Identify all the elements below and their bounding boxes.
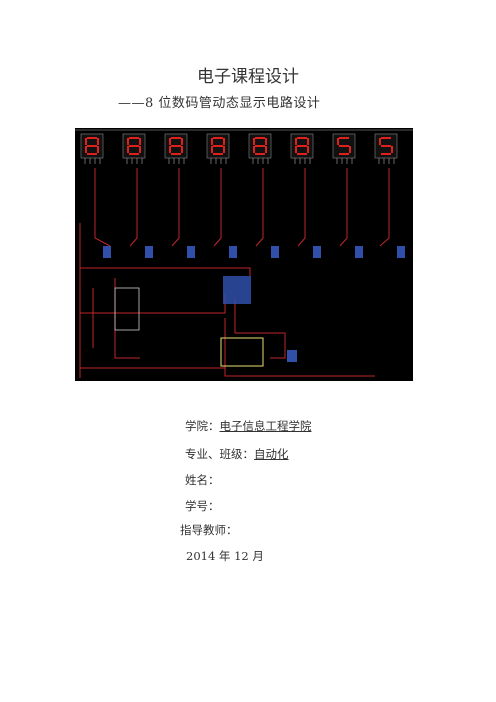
seven-segment-digit (122, 133, 146, 164)
seven-segment-digit (332, 133, 356, 164)
segment (97, 138, 99, 145)
major-value: 自动化 (254, 447, 289, 461)
segment (265, 138, 267, 145)
segment (213, 145, 223, 147)
driver-transistor (355, 246, 363, 258)
document-title: 电子课程设计 (197, 67, 299, 87)
driver-transistor (313, 246, 321, 258)
segment (129, 137, 139, 139)
segment (297, 153, 307, 155)
segment (295, 146, 297, 153)
segment (349, 146, 351, 153)
segment (255, 137, 265, 139)
seven-segment-displays (80, 133, 398, 164)
segment (297, 137, 307, 139)
segment (127, 138, 129, 145)
segment (87, 153, 97, 155)
seven-segment-digit (80, 133, 104, 164)
decoder-chip (223, 276, 251, 304)
college-line: 学院：电子信息工程学院 (185, 419, 312, 433)
segment (307, 138, 309, 145)
seven-segment-digit (164, 133, 188, 164)
segment (255, 153, 265, 155)
segment (85, 146, 87, 153)
student-id-line: 学号： (185, 499, 220, 513)
college-value: 电子信息工程学院 (219, 419, 312, 433)
segment (379, 138, 381, 145)
timer-chip (114, 287, 140, 331)
segment (169, 138, 171, 145)
segment (169, 146, 171, 153)
segment (253, 138, 255, 145)
segment (211, 138, 213, 145)
driver-transistor (145, 246, 153, 258)
driver-transistor (187, 246, 195, 258)
segment (381, 153, 391, 155)
segment (307, 146, 309, 153)
segment (381, 137, 391, 139)
segment (171, 137, 181, 139)
segment (339, 153, 349, 155)
seven-segment-digit (248, 133, 272, 164)
segment (223, 138, 225, 145)
segment (171, 153, 181, 155)
date-line: 2014 年 12 月 (186, 549, 264, 563)
transistor-drivers (103, 246, 405, 258)
segment (381, 145, 391, 147)
segment (295, 138, 297, 145)
name-line: 姓名： (185, 473, 220, 487)
segment (255, 145, 265, 147)
segment (85, 138, 87, 145)
driver-transistor (229, 246, 237, 258)
circuit-schematic-image (75, 128, 413, 381)
segment (139, 146, 141, 153)
driver-transistor (271, 246, 279, 258)
teacher-line: 指导教师： (180, 523, 238, 537)
segment (129, 153, 139, 155)
segment (297, 145, 307, 147)
driver-transistor (103, 246, 111, 258)
segment (223, 146, 225, 153)
segment (391, 146, 393, 153)
segment (87, 137, 97, 139)
segment (213, 137, 223, 139)
segment (181, 146, 183, 153)
segment (339, 145, 349, 147)
segment (127, 146, 129, 153)
segment (171, 145, 181, 147)
counter-chip (220, 337, 264, 367)
document-subtitle: ——8 位数码管动态显示电路设计 (118, 96, 321, 111)
segment (253, 146, 255, 153)
seven-segment-digit (374, 133, 398, 164)
segment (139, 138, 141, 145)
segment (337, 138, 339, 145)
segment (129, 145, 139, 147)
segment (339, 137, 349, 139)
segment (181, 138, 183, 145)
driver-transistor (397, 246, 405, 258)
segment (87, 145, 97, 147)
segment (211, 146, 213, 153)
segment (213, 153, 223, 155)
segment (265, 146, 267, 153)
driver-chip (287, 350, 297, 362)
major-line: 专业、班级：自动化 (185, 447, 289, 461)
segment (97, 146, 99, 153)
seven-segment-digit (290, 133, 314, 164)
seven-segment-digit (206, 133, 230, 164)
